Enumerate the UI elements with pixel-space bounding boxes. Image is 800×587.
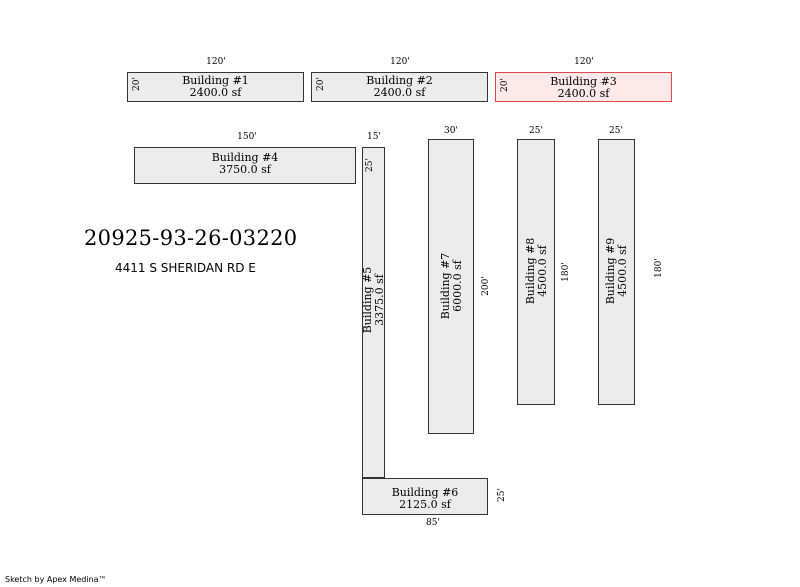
building-8-area: 4500.0 sf — [536, 245, 549, 297]
building-1[interactable] — [127, 72, 304, 102]
building-8[interactable] — [517, 139, 555, 405]
building-2-label: Building #2 2400.0 sf — [311, 75, 488, 99]
building-6-label: Building #6 2125.0 sf — [362, 487, 488, 511]
building-9-label: Building #9 4500.0 sf — [604, 238, 629, 305]
building-9-width-dim: 25' — [609, 126, 623, 136]
building-3[interactable] — [495, 72, 672, 102]
building-2-width-dim: 120' — [390, 57, 410, 67]
building-5-depth-dim: 25' — [365, 158, 375, 172]
building-6-width-dim: 85' — [426, 518, 440, 528]
building-3-name: Building #3 — [550, 75, 617, 88]
building-3-width-dim: 120' — [574, 57, 594, 67]
building-2-depth-dim: 20' — [316, 77, 326, 91]
building-3-area: 2400.0 sf — [557, 87, 610, 100]
building-8-width-dim: 25' — [529, 126, 543, 136]
building-8-label: Building #8 4500.0 sf — [524, 238, 549, 305]
building-8-depth-dim: 180' — [561, 262, 571, 282]
building-5-width-dim: 15' — [367, 132, 381, 142]
building-1-name: Building #1 — [182, 74, 249, 87]
building-1-label: Building #1 2400.0 sf — [127, 75, 304, 99]
building-3-depth-dim: 20' — [500, 78, 510, 92]
building-6[interactable] — [362, 478, 488, 515]
building-1-depth-dim: 20' — [132, 77, 142, 91]
building-9-depth-dim: 180' — [654, 258, 664, 278]
building-5-area: 3375.0 sf — [373, 274, 386, 326]
building-1-area: 2400.0 sf — [189, 86, 242, 99]
building-4[interactable] — [134, 147, 356, 184]
building-4-label: Building #4 3750.0 sf — [134, 152, 356, 176]
building-4-width-dim: 150' — [237, 132, 257, 142]
parcel-address: 4411 S SHERIDAN RD E — [115, 261, 256, 275]
building-7[interactable] — [428, 139, 474, 434]
building-7-width-dim: 30' — [444, 126, 458, 136]
building-6-name: Building #6 — [391, 486, 459, 499]
building-6-depth-dim: 25' — [497, 488, 507, 502]
sketch-credit: Sketch by Apex Medina™ — [5, 575, 107, 584]
building-4-area: 3750.0 sf — [219, 163, 271, 176]
building-2-area: 2400.0 sf — [373, 86, 426, 99]
building-7-label: Building #7 6000.0 sf — [439, 253, 464, 320]
building-3-label: Building #3 2400.0 sf — [495, 76, 672, 100]
building-7-depth-dim: 200' — [481, 276, 491, 296]
building-4-name: Building #4 — [211, 151, 279, 164]
building-9[interactable] — [598, 139, 635, 405]
building-9-area: 4500.0 sf — [616, 245, 629, 297]
building-2[interactable] — [311, 72, 488, 102]
building-6-area: 2125.0 sf — [399, 498, 451, 511]
parcel-number: 20925-93-26-03220 — [84, 226, 298, 250]
building-1-width-dim: 120' — [206, 57, 226, 67]
building-2-name: Building #2 — [366, 74, 433, 87]
building-5-label: Building #5 3375.0 sf — [361, 267, 386, 334]
building-5[interactable] — [362, 147, 385, 478]
building-7-area: 6000.0 sf — [451, 260, 464, 312]
